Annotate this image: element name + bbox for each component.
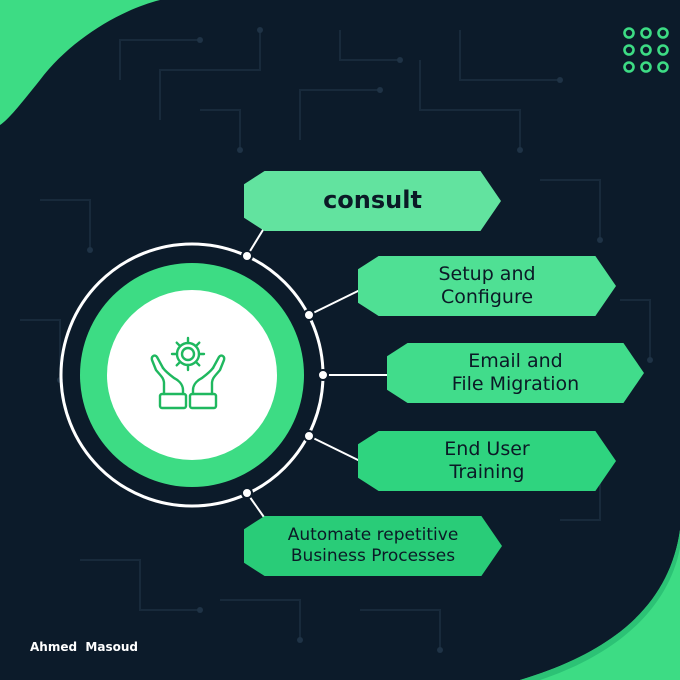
circuit-traces	[20, 30, 651, 650]
service-label-line-2: Configure	[440, 286, 534, 308]
service-pill-migration: Email and File Migration	[387, 343, 644, 403]
bottom-right-swoosh	[520, 530, 680, 680]
service-label-line-2: Training	[449, 461, 525, 483]
top-left-swoosh	[0, 0, 160, 125]
service-label: consult	[323, 186, 422, 215]
bottom-right-swoosh-edge	[520, 530, 680, 680]
hands-gear-icon	[150, 336, 226, 410]
service-pill-training: End User Training	[358, 431, 616, 491]
author-name: Ahmed Masoud	[30, 640, 138, 654]
service-label-line-1: End User	[444, 437, 530, 460]
service-label-line-1: Automate repetitive	[287, 525, 459, 546]
ring-nodes	[241, 250, 329, 499]
service-label-line-1: Setup and	[438, 262, 536, 285]
service-pill-automate: Automate repetitive Business Processes	[244, 516, 502, 576]
service-label-line-1: Email and	[468, 349, 563, 372]
service-label-line-2: Business Processes	[290, 546, 456, 566]
inner-circle	[107, 290, 277, 460]
service-pill-setup: Setup and Configure	[358, 256, 616, 316]
service-label-line-2: File Migration	[451, 373, 580, 395]
dot-grid-icon	[623, 27, 669, 73]
service-pill-consult: consult	[244, 171, 501, 231]
